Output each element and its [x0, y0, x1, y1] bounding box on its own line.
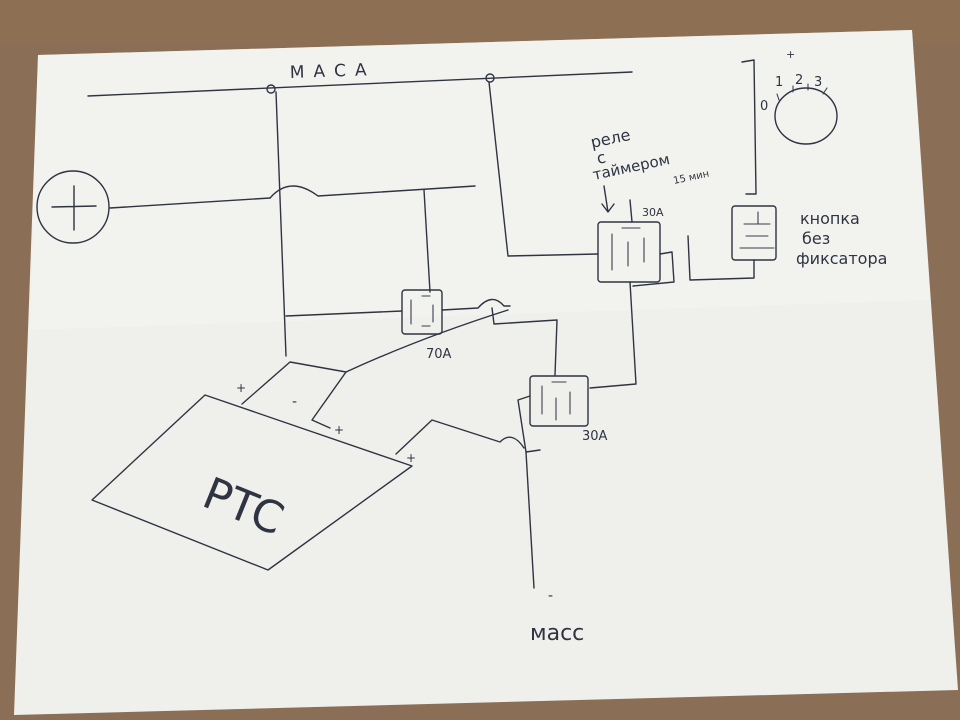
ground-bottom-label: масс — [530, 621, 584, 646]
battery-symbol — [36, 170, 476, 244]
wire-battery-to-relay — [423, 189, 431, 293]
timer-relay-label-2: с — [595, 147, 608, 167]
main-relay-rating: 70А — [426, 347, 452, 362]
ground-bus-top: МАСА — [87, 60, 633, 97]
paper-highlight — [30, 30, 930, 330]
button-label-2: без — [802, 229, 830, 248]
wire-to-main-relay — [285, 310, 403, 317]
ignition-pos-0: 0 — [760, 99, 768, 114]
timer-relay-rating: 30А — [642, 206, 664, 219]
main-relay-70a: 70А — [401, 289, 511, 362]
ptc-terminal-plus-2: + — [334, 423, 344, 437]
arrow-to-timer-relay — [601, 185, 615, 213]
second-relay-rating: 30А — [582, 429, 608, 444]
ground-terminal-right — [485, 73, 495, 83]
ignition-pos-1: 1 — [775, 75, 783, 90]
ptc-terminal-plus-3: + — [406, 451, 416, 465]
wire-relay-link — [491, 307, 558, 376]
ignition-plus: + — [786, 48, 795, 61]
ground-bus-label: МАСА — [289, 60, 375, 83]
second-relay-30a: 30А - масс — [517, 375, 608, 646]
ground-wire-minus: - — [548, 588, 553, 604]
ptc-terminal-plus-1: + — [236, 381, 246, 395]
wire-ground-left — [275, 91, 287, 357]
ground-terminal-left — [266, 84, 276, 94]
button-label-1: кнопка — [800, 209, 860, 228]
button-label-3: фиксатора — [796, 249, 887, 268]
wire-ground-right — [488, 81, 599, 257]
ptc-terminal-minus: - — [292, 394, 297, 410]
momentary-button: кнопка без фиксатора — [687, 205, 887, 281]
wire-to-ground-bottom — [525, 451, 535, 589]
ignition-pos-2: 2 — [795, 73, 803, 88]
ignition-pos-3: 3 — [814, 75, 822, 90]
ignition-switch: + 0 1 2 3 — [741, 48, 838, 195]
